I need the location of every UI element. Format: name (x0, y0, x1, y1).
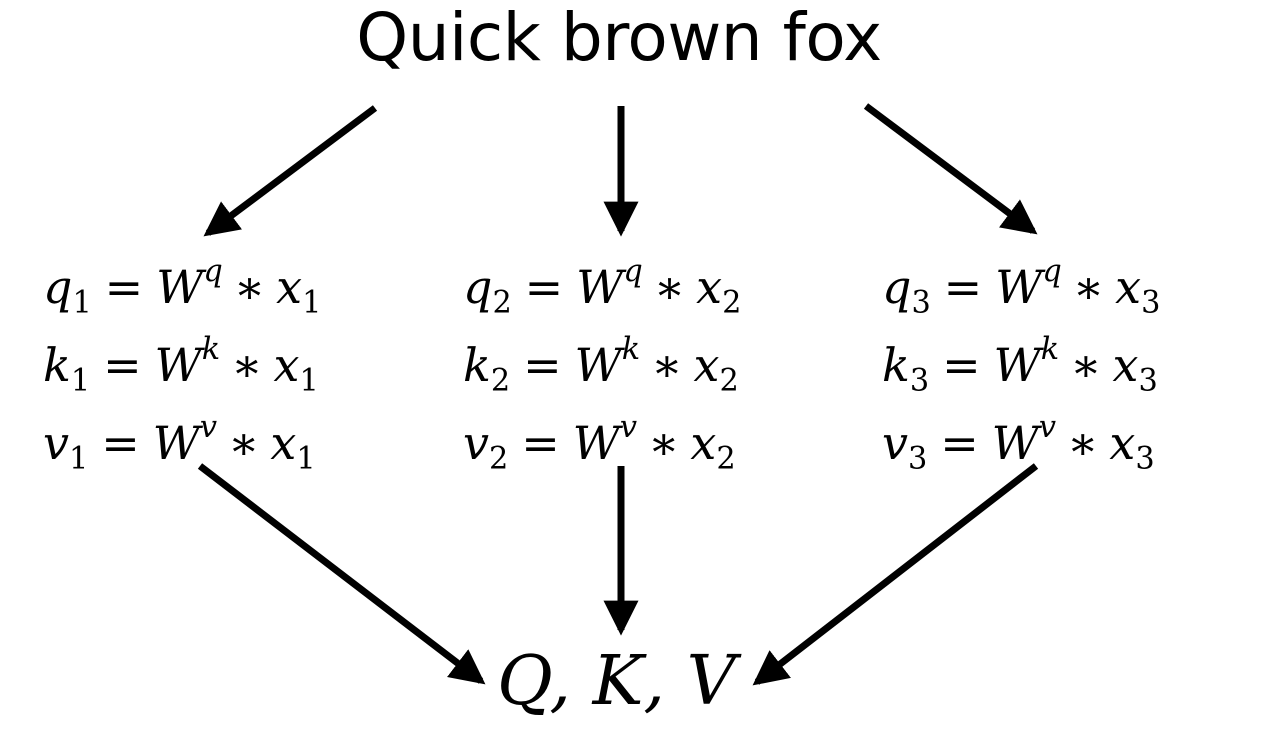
qkv-result: Q, K, V (497, 642, 736, 721)
arrow-col1-to-result (197, 463, 486, 685)
arrow-title-to-col3 (863, 103, 1038, 235)
diagram-title: Quick brown fox (356, 0, 882, 76)
equation-q3: q3=Wq∗x3 (882, 254, 1161, 321)
equation-k3: k3=Wk∗x3 (882, 332, 1158, 399)
equation-v3: v3=Wv∗x3 (882, 410, 1155, 477)
equation-v2: v2=Wv∗x2 (463, 410, 736, 477)
equation-column-1: q1=Wq∗x1 k1=Wk∗x1 v1=Wv∗x1 (43, 248, 321, 482)
equation-column-3: q3=Wq∗x3 k3=Wk∗x3 v3=Wv∗x3 (882, 248, 1160, 482)
equation-q2: q2=Wq∗x2 (463, 254, 742, 321)
equation-k1: k1=Wk∗x1 (43, 332, 319, 399)
equation-q1: q1=Wq∗x1 (43, 254, 322, 321)
equation-v1: v1=Wv∗x1 (43, 410, 316, 477)
equation-k2: k2=Wk∗x2 (463, 332, 739, 399)
arrow-title-to-col1 (203, 105, 378, 237)
arrow-col3-to-result (752, 463, 1039, 686)
equation-column-2: q2=Wq∗x2 k2=Wk∗x2 v2=Wv∗x2 (463, 248, 741, 482)
